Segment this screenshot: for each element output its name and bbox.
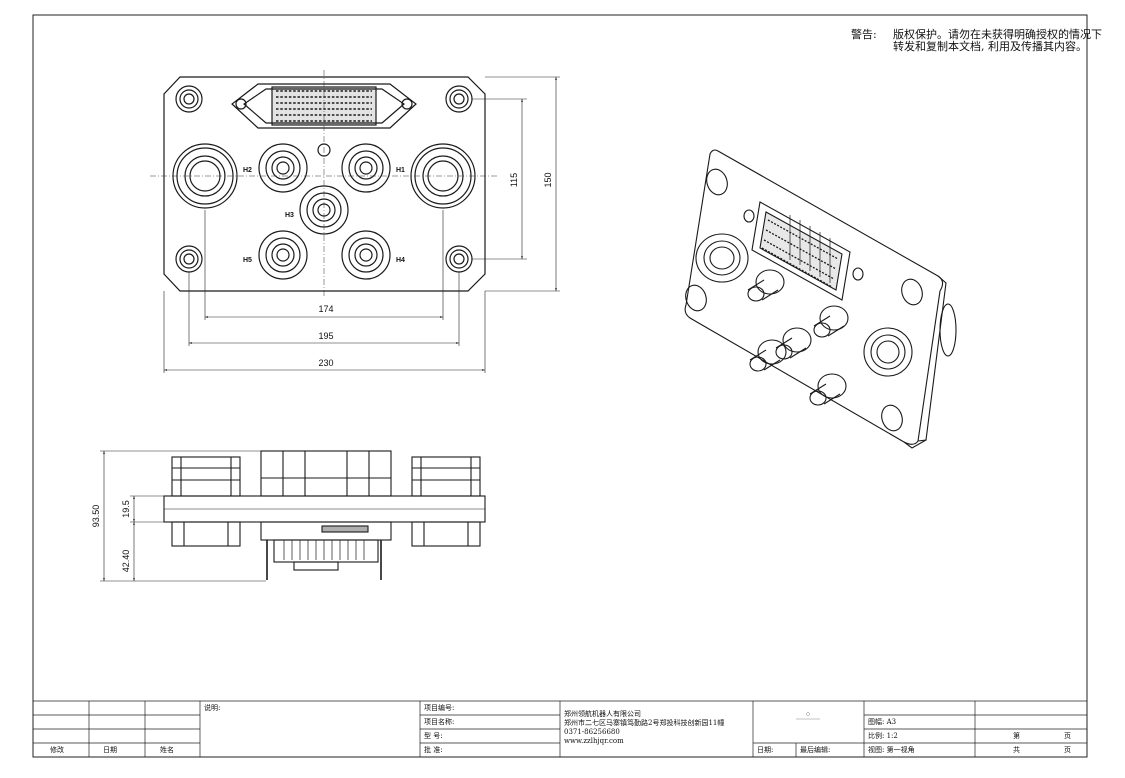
side-view <box>163 450 486 580</box>
company-address: 郑州市二七区马寨镇笃勤路2号郑投科技创新园11幢 <box>564 719 725 727</box>
fitting-h5 <box>258 230 308 280</box>
rev-header-name: 姓名 <box>160 746 174 754</box>
center-lines <box>150 70 498 298</box>
dim-42-40: 42.40 <box>121 550 131 573</box>
dim-230: 230 <box>318 358 333 368</box>
paper-size: 图幅: A3 <box>868 718 897 726</box>
approve-label: 批 准: <box>424 746 443 754</box>
label-h1: H1 <box>396 167 405 174</box>
title-logo <box>796 712 820 720</box>
front-dimensions <box>163 76 560 373</box>
warning-line-1: 版权保护。请勿在未获得明确授权的情况下 <box>893 28 1102 41</box>
mount-hole-br <box>445 245 473 273</box>
page-unit: 页 <box>1064 732 1071 740</box>
dim-174: 174 <box>318 304 333 314</box>
title-block-grid <box>33 700 1087 757</box>
mount-hole-bl <box>175 245 203 273</box>
project-code-label: 项目编号: <box>424 704 455 712</box>
fitting-h2 <box>258 143 308 193</box>
fitting-h4 <box>341 230 391 280</box>
fitting-h1 <box>341 143 391 193</box>
dim-93-50: 93.50 <box>91 505 101 528</box>
view-angle: 视图: 第一视角 <box>868 746 915 754</box>
sheet-border <box>32 14 1088 758</box>
model-label: 型 号: <box>424 732 443 740</box>
front-view <box>163 76 486 292</box>
dim-195: 195 <box>318 331 333 341</box>
total-label: 共 <box>1013 746 1020 754</box>
dim-150: 150 <box>543 172 553 187</box>
label-h2: H2 <box>243 167 252 174</box>
warning-line-2: 转发和复制本文档, 利用及传播其内容。 <box>893 40 1087 53</box>
last-edit-label: 最后编辑: <box>800 746 831 754</box>
warning-label: 警告: <box>851 28 877 41</box>
label-h4: H4 <box>396 257 405 264</box>
date-label: 日期: <box>757 746 774 754</box>
rev-header-date: 日期 <box>103 746 117 754</box>
label-h3: H3 <box>285 212 294 219</box>
isometric-view <box>684 149 957 449</box>
side-dimensions <box>100 450 266 582</box>
gland-right <box>410 143 476 209</box>
page-label: 第 <box>1013 732 1020 740</box>
plate-outline <box>163 76 486 292</box>
dim-19-5: 19.5 <box>121 500 131 518</box>
project-name-label: 项目名称: <box>424 718 455 726</box>
mount-hole-tl <box>175 85 203 113</box>
total-unit: 页 <box>1064 746 1071 754</box>
scale: 比例: 1:2 <box>868 732 898 740</box>
rev-header-modify: 修改 <box>50 746 64 754</box>
company-web: www.zzlhjqr.com <box>564 737 624 745</box>
dim-115: 115 <box>509 173 519 187</box>
description-label: 说明: <box>204 704 221 712</box>
mount-hole-tr <box>445 85 473 113</box>
iso-plate-top <box>684 149 944 445</box>
company-name: 郑州领航机器人有限公司 <box>564 710 641 718</box>
label-h5: H5 <box>243 257 252 264</box>
company-phone: 0371-86256680 <box>564 728 620 736</box>
